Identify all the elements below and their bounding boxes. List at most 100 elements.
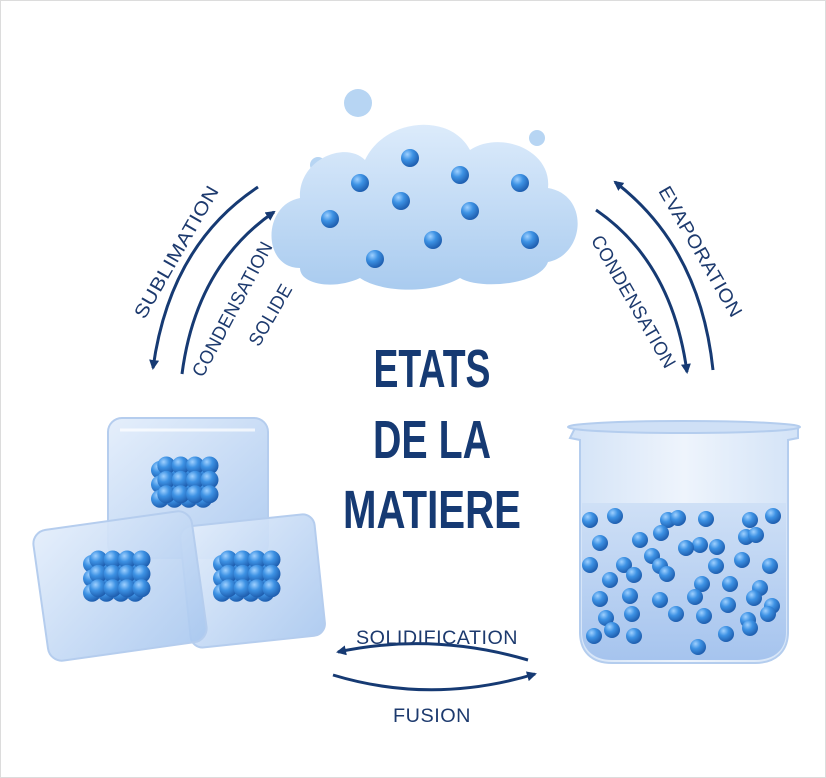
gas-cloud bbox=[271, 89, 578, 290]
fusion-arrow bbox=[332, 671, 537, 692]
particle bbox=[157, 456, 176, 475]
particle bbox=[103, 550, 122, 569]
particle bbox=[233, 579, 252, 598]
particle bbox=[582, 557, 598, 573]
particle bbox=[746, 590, 762, 606]
condensation-label: CONDENSATION bbox=[586, 232, 679, 372]
particle bbox=[186, 456, 205, 475]
particle bbox=[157, 485, 176, 504]
particle bbox=[718, 626, 734, 642]
title-line-3: MATIERE bbox=[343, 480, 521, 540]
particle bbox=[321, 210, 339, 228]
particle bbox=[690, 639, 706, 655]
particle bbox=[89, 564, 108, 583]
sublimation-label: SUBLIMATION bbox=[131, 182, 224, 322]
particle bbox=[632, 532, 648, 548]
particle bbox=[511, 174, 529, 192]
particle bbox=[604, 622, 620, 638]
particle bbox=[186, 470, 205, 489]
particle bbox=[592, 591, 608, 607]
particle bbox=[659, 566, 675, 582]
solidification-label: SOLIDIFICATION bbox=[356, 628, 518, 649]
particle bbox=[392, 192, 410, 210]
particle bbox=[262, 550, 281, 569]
particle bbox=[118, 550, 137, 569]
particle bbox=[89, 579, 108, 598]
particle bbox=[451, 166, 469, 184]
particle bbox=[171, 470, 190, 489]
vapor-bubble bbox=[529, 130, 545, 146]
particle bbox=[687, 589, 703, 605]
particle bbox=[607, 508, 623, 524]
particle bbox=[118, 579, 137, 598]
particle bbox=[602, 572, 618, 588]
particle bbox=[248, 564, 267, 583]
particle bbox=[592, 535, 608, 551]
title-line-1: ETATS bbox=[374, 339, 491, 399]
cloud-shape bbox=[271, 124, 578, 290]
particle bbox=[742, 620, 758, 636]
particle bbox=[692, 537, 708, 553]
liquid-beaker bbox=[567, 420, 801, 664]
particle bbox=[200, 456, 219, 475]
particle bbox=[652, 592, 668, 608]
particle bbox=[622, 588, 638, 604]
particle bbox=[200, 485, 219, 504]
particle bbox=[103, 579, 122, 598]
ice-cube-left bbox=[32, 510, 208, 662]
vapor-bubble bbox=[344, 89, 372, 117]
particle bbox=[200, 470, 219, 489]
condensation-solide-arrow bbox=[180, 210, 276, 375]
particle bbox=[233, 550, 252, 569]
particle bbox=[366, 250, 384, 268]
particle bbox=[722, 576, 738, 592]
particle bbox=[461, 202, 479, 220]
particle bbox=[171, 485, 190, 504]
particle bbox=[760, 606, 776, 622]
fusion-label: FUSION bbox=[393, 706, 471, 727]
particle bbox=[616, 557, 632, 573]
particle bbox=[698, 511, 714, 527]
particle bbox=[424, 231, 442, 249]
particle bbox=[709, 539, 725, 555]
solid-ice-cubes bbox=[32, 417, 326, 662]
particle bbox=[670, 510, 686, 526]
particle bbox=[765, 508, 781, 524]
evaporation-arrow bbox=[613, 180, 715, 371]
particle-cluster bbox=[83, 550, 151, 602]
particle bbox=[653, 525, 669, 541]
particle bbox=[626, 628, 642, 644]
particle bbox=[132, 550, 151, 569]
particle-cluster bbox=[213, 550, 281, 602]
particle bbox=[521, 231, 539, 249]
particle bbox=[748, 527, 764, 543]
particle bbox=[103, 564, 122, 583]
particle bbox=[219, 550, 238, 569]
particle bbox=[351, 174, 369, 192]
particle bbox=[708, 558, 724, 574]
particle bbox=[248, 550, 267, 569]
particle bbox=[186, 485, 205, 504]
particle bbox=[219, 579, 238, 598]
particle bbox=[262, 579, 281, 598]
particle bbox=[89, 550, 108, 569]
particle bbox=[678, 540, 694, 556]
particle bbox=[694, 576, 710, 592]
particle bbox=[262, 564, 281, 583]
particle bbox=[668, 606, 684, 622]
particle bbox=[598, 610, 614, 626]
particle bbox=[742, 512, 758, 528]
particle bbox=[171, 456, 190, 475]
transition-arrows bbox=[149, 180, 715, 692]
title-line-2: DE LA bbox=[373, 410, 491, 470]
particle bbox=[132, 579, 151, 598]
particle bbox=[233, 564, 252, 583]
beaker-rim bbox=[567, 420, 801, 434]
particle bbox=[586, 628, 602, 644]
particle bbox=[401, 149, 419, 167]
diagram-title: ETATS DE LA MATIERE bbox=[343, 339, 521, 540]
particle bbox=[734, 552, 750, 568]
particle bbox=[157, 470, 176, 489]
